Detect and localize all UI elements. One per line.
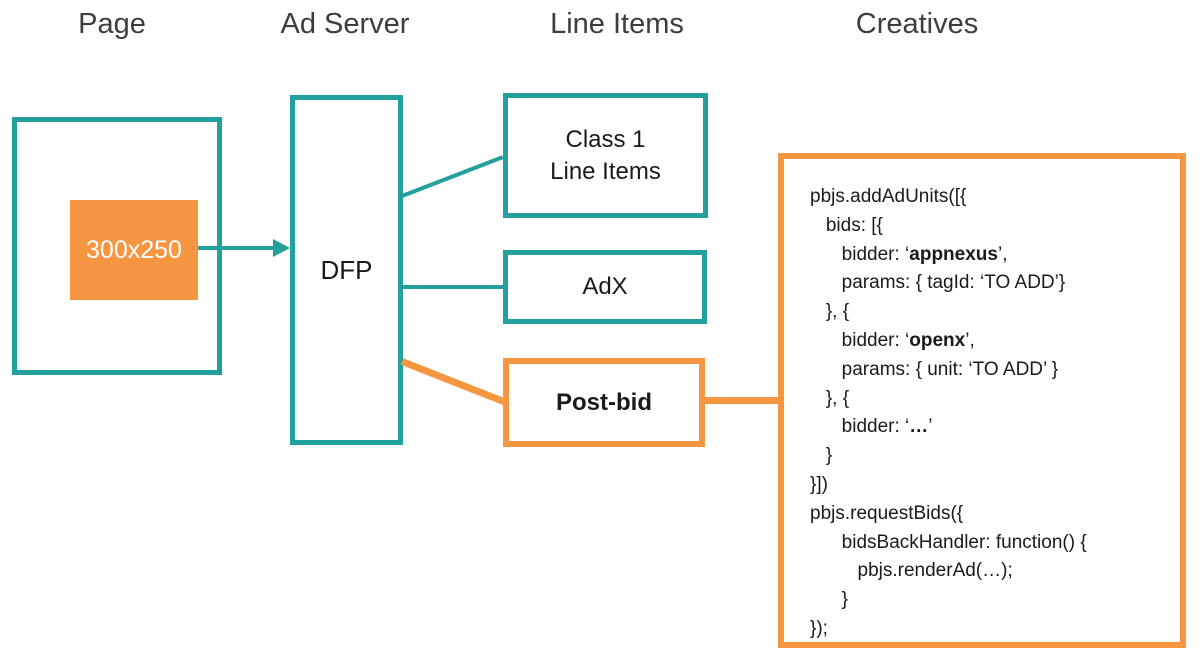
column-header-line-items: Line Items — [550, 8, 684, 40]
dfp-box: DFP — [290, 95, 403, 445]
code-line: bidder: ‘appnexus’, — [810, 243, 1008, 265]
code-line: pbjs.requestBids({ — [810, 502, 964, 524]
ad-slot-box: 300x250 — [70, 200, 198, 300]
class1-label-line1: Class 1 — [565, 125, 646, 153]
code-line: } — [810, 589, 849, 611]
postbid-box: Post-bid — [503, 358, 705, 447]
column-header-ad-server: Ad Server — [280, 8, 410, 40]
arrow-right-icon — [273, 239, 290, 257]
column-header-page: Page — [78, 8, 146, 40]
class1-line-items-box: Class 1 Line Items — [503, 93, 708, 218]
code-line: params: { unit: ‘TO ADD’ } — [810, 358, 1059, 380]
connector-dfp-postbid-line — [400, 358, 508, 406]
code-line: }, { — [810, 387, 850, 409]
code-block: pbjs.addAdUnits([{ bids: [{ bidder: ‘app… — [810, 183, 1170, 644]
code-line: }, { — [810, 301, 850, 323]
code-line: bidder: ‘…’ — [810, 416, 933, 438]
code-line: }]) — [810, 473, 828, 495]
code-line: bidsBackHandler: function() { — [810, 531, 1087, 553]
column-header-creatives: Creatives — [855, 8, 979, 40]
postbid-label: Post-bid — [556, 388, 652, 416]
code-line: bidder: ‘openx’, — [810, 329, 975, 351]
adx-box: AdX — [503, 250, 707, 324]
connector-dfp-adx-line — [402, 285, 503, 289]
ad-slot-label: 300x250 — [86, 235, 182, 264]
code-line: pbjs.addAdUnits([{ — [810, 186, 967, 207]
dfp-label: DFP — [320, 254, 373, 285]
connector-dfp-class1-line — [401, 155, 504, 198]
code-line: } — [810, 445, 833, 467]
class1-label-line2: Line Items — [550, 157, 661, 185]
adslot-to-dfp-arrow-shaft — [198, 246, 276, 250]
code-line: pbjs.renderAd(…); — [810, 560, 1013, 582]
creatives-code-box: pbjs.addAdUnits([{ bids: [{ bidder: ‘app… — [778, 153, 1186, 648]
code-line: params: { tagId: ‘TO ADD’} — [810, 272, 1066, 294]
code-line: }); — [810, 617, 828, 639]
class1-line-items-label: Class 1 Line Items — [550, 124, 661, 188]
connector-postbid-code-line — [700, 397, 780, 404]
code-line: bids: [{ — [810, 214, 883, 236]
adx-label: AdX — [582, 273, 628, 300]
